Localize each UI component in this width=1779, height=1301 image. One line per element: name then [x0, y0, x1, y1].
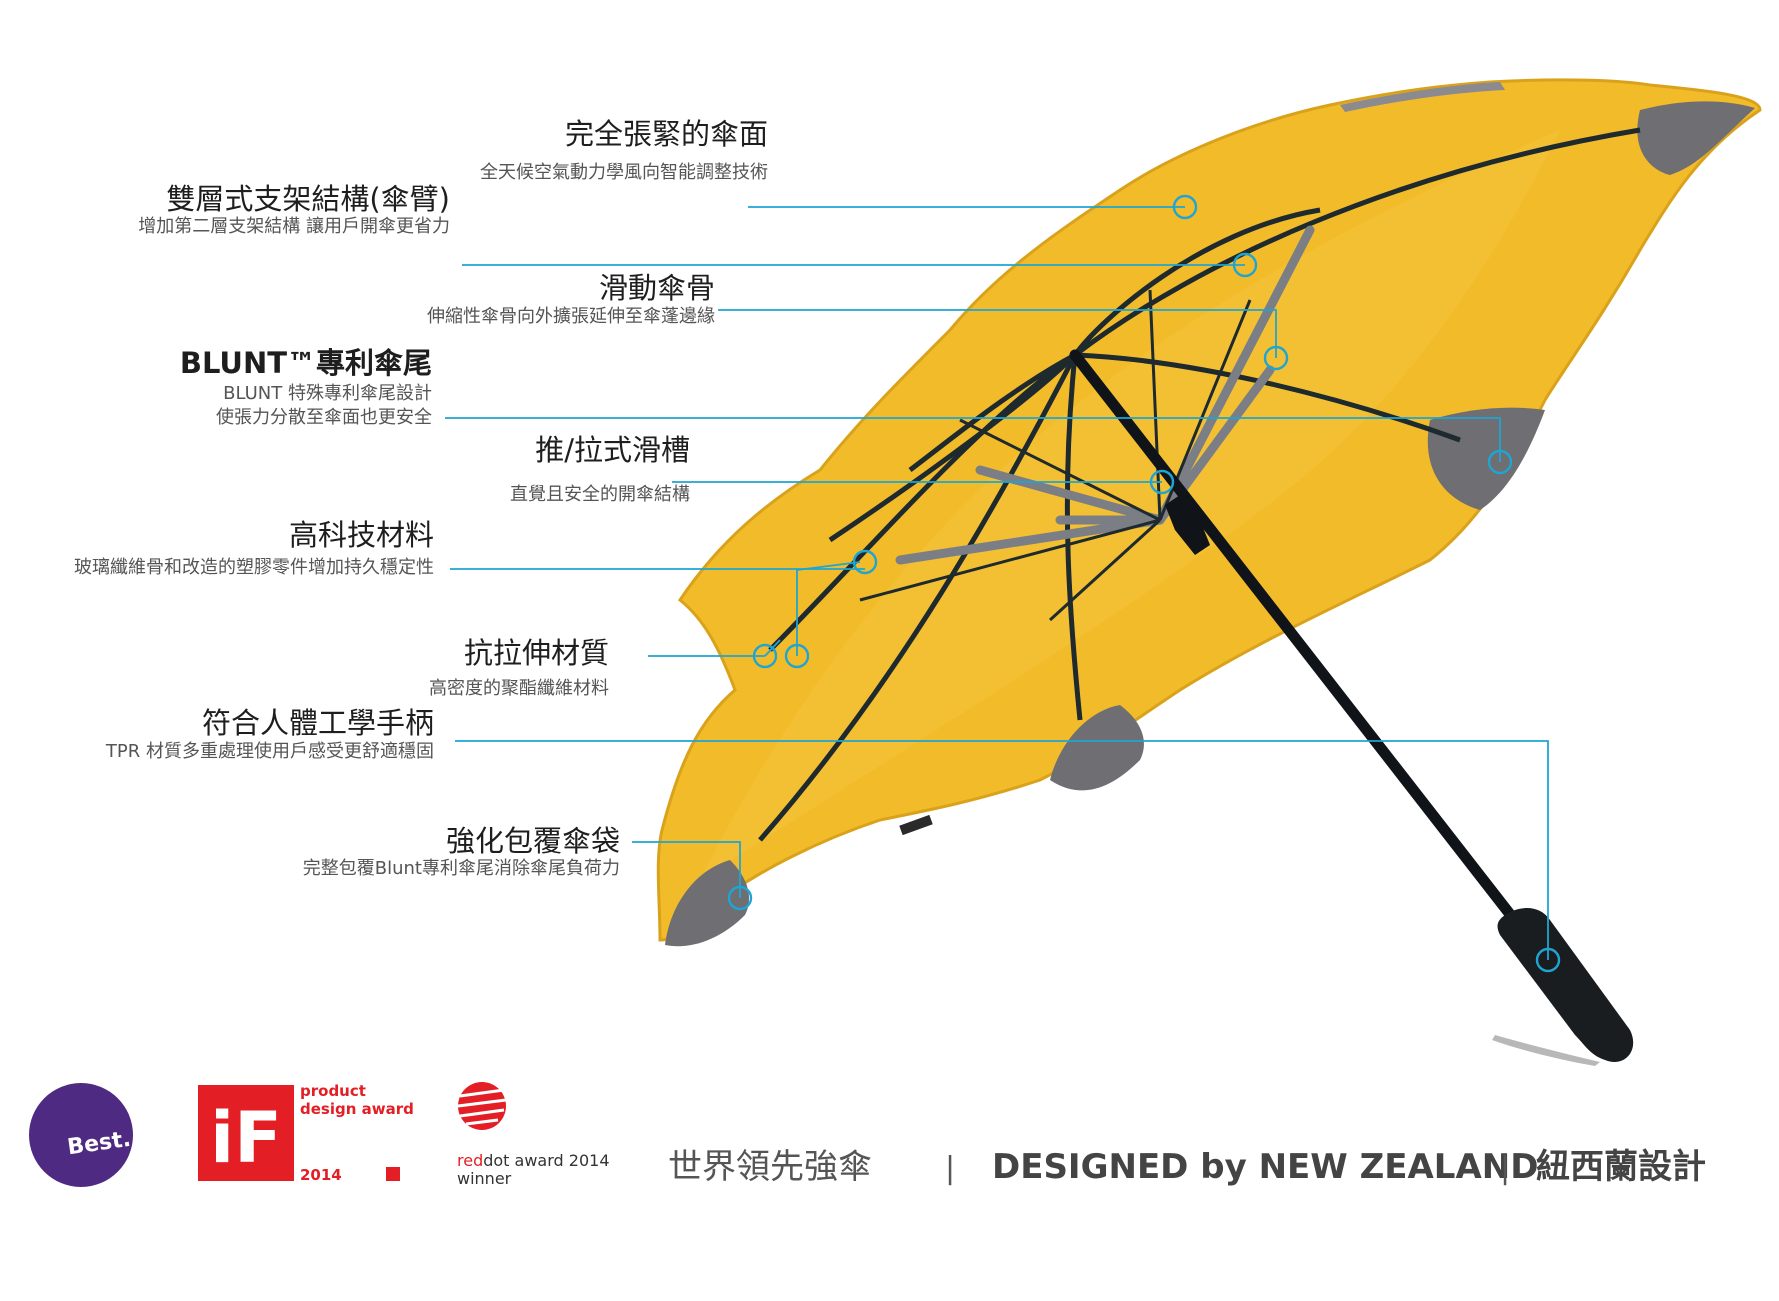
feature-desc-3-1: 伸縮性傘骨向外擴張延伸至傘蓬邊緣 — [427, 306, 715, 327]
feature-title-3: 滑動傘骨 — [599, 271, 715, 305]
leader-lines — [445, 194, 1561, 973]
leader-marker-4-1 — [1487, 449, 1513, 475]
leader-marker-1-1 — [1172, 194, 1198, 220]
if-year: 2014 — [300, 1166, 342, 1184]
handle-shadow — [1492, 1035, 1600, 1066]
feature-title-7: 抗拉伸材質 — [464, 636, 609, 670]
leader-marker-2-1 — [1232, 252, 1258, 278]
feature-desc-6-1: 玻璃纖維骨和改造的塑膠零件增加持久穩定性 — [74, 557, 434, 578]
feature-title-5: 推/拉式滑槽 — [535, 433, 690, 467]
feature-labels: 完全張緊的傘面全天候空氣動力學風向智能調整技術雙層式支架結構(傘臂)增加第二層支… — [74, 117, 768, 879]
if-line2: design award — [300, 1100, 414, 1118]
tagline-left: 世界領先強傘 — [668, 1147, 872, 1187]
canopy-label-patch — [899, 814, 933, 836]
leader-branch-1 — [796, 561, 861, 656]
feature-title-9: 強化包覆傘袋 — [446, 824, 620, 858]
tip-top-right — [1637, 101, 1755, 175]
umbrella-shaft — [1069, 349, 1536, 946]
feature-title-2: 雙層式支架結構(傘臂) — [166, 182, 450, 216]
reddot-logo-icon — [457, 1082, 507, 1130]
best-badge — [29, 1083, 133, 1187]
leader-line-3 — [718, 309, 1277, 358]
feature-desc-4-1: BLUNT 特殊專利傘尾設計 — [223, 383, 432, 404]
awards-row: Best. iF product design award 2014 reddo… — [29, 1082, 610, 1188]
reddot-winner: winner — [457, 1169, 512, 1188]
tip-bottom-left — [665, 860, 750, 947]
feature-desc-4-2: 使張力分散至傘面也更安全 — [216, 407, 432, 428]
feature-title-8: 符合人體工學手柄 — [202, 706, 434, 740]
leader-line-9 — [632, 841, 741, 898]
feature-desc-7-1: 高密度的聚酯纖維材料 — [429, 678, 609, 699]
tagline: 世界領先強傘 | DESIGNED by NEW ZEALAND | 紐西蘭設計 — [668, 1147, 1706, 1187]
feature-desc-5-1: 直覺且安全的開傘結構 — [510, 484, 690, 505]
feature-desc-8-1: TPR 材質多重處理使用戶感受更舒適穩固 — [105, 741, 434, 762]
tip-bottom-center — [1050, 705, 1144, 791]
umbrella-runner — [1165, 495, 1210, 555]
leader-line-8 — [455, 740, 1549, 960]
if-dot — [386, 1167, 400, 1181]
leader-marker-8-1 — [1535, 947, 1561, 973]
if-line1: product — [300, 1082, 366, 1100]
reddot-text-red: red — [457, 1151, 483, 1170]
leader-line-4 — [445, 417, 1501, 462]
leader-marker-3-1 — [1263, 345, 1289, 371]
feature-title-1: 完全張緊的傘面 — [565, 117, 768, 151]
tagline-right: 紐西蘭設計 — [1536, 1147, 1706, 1187]
umbrella-illustration — [656, 78, 1762, 1066]
reddot-text: reddot award 2014 — [457, 1151, 610, 1170]
umbrella-handle — [1497, 908, 1634, 1062]
feature-desc-1-1: 全天候空氣動力學風向智能調整技術 — [480, 162, 768, 183]
umbrella-ribs — [758, 127, 1641, 842]
tagline-middle: DESIGNED by NEW ZEALAND — [992, 1147, 1538, 1187]
tagline-sep-2: | — [1500, 1151, 1510, 1186]
feature-title-6: 高科技材料 — [289, 518, 434, 552]
leader-branch-2 — [764, 639, 781, 657]
feature-desc-9-1: 完整包覆Blunt專利傘尾消除傘尾負荷力 — [303, 858, 620, 879]
feature-desc-2-1: 增加第二層支架結構 讓用戶開傘更省力 — [138, 216, 450, 237]
leader-marker-7-1 — [752, 643, 778, 669]
if-logo-text: iF — [210, 1097, 282, 1179]
if-logo-box — [198, 1085, 294, 1181]
feature-title-4: BLUNT™專利傘尾 — [180, 346, 432, 380]
tagline-sep-1: | — [945, 1151, 955, 1186]
umbrella-stretchers — [895, 225, 1315, 565]
tip-right — [1427, 407, 1545, 510]
leader-marker-9-1 — [727, 885, 753, 911]
reddot-text-rest: dot award 2014 — [483, 1151, 609, 1170]
leader-marker-5-1 — [1149, 469, 1175, 495]
canopy-rim-top — [1340, 82, 1505, 112]
